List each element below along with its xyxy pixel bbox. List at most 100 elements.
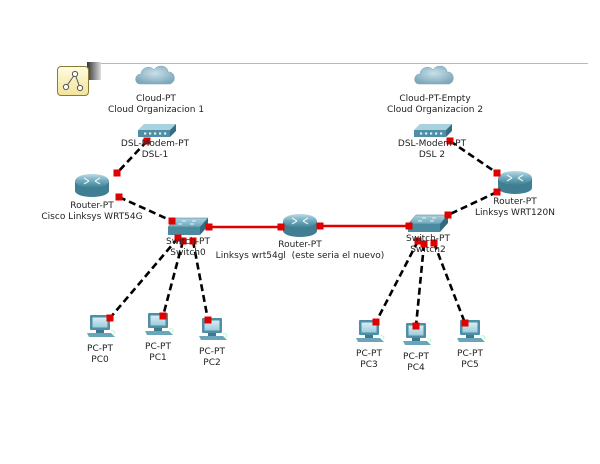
- router_right-router-icon[interactable]: [498, 171, 532, 194]
- pc-stand: [154, 328, 162, 331]
- router-center-model: Router-PT: [278, 240, 322, 250]
- cloud2-cloud-icon[interactable]: [414, 65, 454, 85]
- link-status-light: [174, 234, 182, 242]
- pc-mouse-cable: [168, 328, 174, 333]
- link-switch2-pc5[interactable]: [432, 242, 467, 324]
- router-left-name: Cisco Linksys WRT54G: [41, 212, 143, 222]
- link-status-light: [461, 319, 469, 327]
- modem-led: [420, 132, 423, 135]
- router-top: [75, 174, 109, 188]
- cloud1-name: Cloud Organizacion 1: [107, 105, 205, 115]
- pc3-name: PC3: [360, 360, 378, 370]
- link-switch0-pc2[interactable]: [191, 240, 210, 321]
- pc0-name: PC0: [91, 355, 109, 365]
- link-switch2-pc3[interactable]: [374, 240, 420, 323]
- link-router_right-switch2[interactable]: [447, 190, 498, 217]
- cluster-icon[interactable]: [57, 66, 89, 96]
- dsl1-label: DSL-Modem-PT DSL-1: [121, 139, 189, 161]
- link-status-light: [493, 169, 501, 177]
- pc3-label: PC-PT PC3: [356, 349, 382, 371]
- link-status-light: [113, 169, 121, 177]
- pc0-pc-icon[interactable]: [87, 315, 116, 337]
- switch-arrows: [178, 220, 196, 225]
- switch2-label: Switch-PT Switch2: [406, 234, 450, 256]
- cluster-tab-shadow: [87, 62, 101, 80]
- pc-keyboard: [403, 341, 431, 345]
- router-right-label: Router-PT Linksys WRT120N: [475, 197, 555, 219]
- switch-front: [168, 227, 200, 235]
- router_center-router-icon[interactable]: [283, 214, 317, 237]
- pc1-pc-icon[interactable]: [145, 313, 174, 335]
- pc2-pc-icon[interactable]: [199, 318, 228, 340]
- router-center-name: Linksys wrt54gl (este seria el nuevo): [215, 251, 385, 261]
- pc-mouse-cable: [480, 335, 486, 340]
- link-status-light: [412, 322, 420, 330]
- link-dsl1-router_left[interactable]: [116, 140, 148, 174]
- modem-led: [154, 132, 157, 135]
- pc-mouse-cable: [222, 333, 228, 338]
- pc-keyboard: [457, 338, 485, 342]
- links-layer: [109, 139, 498, 327]
- link-status-light: [444, 211, 452, 219]
- switch0-label: Switch-PT Switch0: [166, 237, 210, 259]
- router-top: [283, 214, 317, 228]
- link-status-light: [414, 237, 422, 245]
- link-status-layer: [106, 137, 501, 330]
- pc4-model: PC-PT: [403, 352, 429, 362]
- cloud-shape: [135, 65, 175, 85]
- link-switch0-pc0[interactable]: [109, 237, 179, 319]
- dsl2-model: DSL-Modem-PT: [397, 139, 467, 149]
- topology-icon: [62, 70, 84, 92]
- link-status-light: [493, 188, 501, 196]
- switch2-switch-icon[interactable]: [407, 214, 449, 232]
- dsl1-model: DSL-Modem-PT: [120, 139, 190, 149]
- pc1-name: PC1: [149, 353, 167, 363]
- pc5-model: PC-PT: [457, 349, 483, 359]
- switch-arrows: [418, 217, 436, 222]
- workspace-boundary: [96, 63, 588, 64]
- router-left-label: Router-PT Cisco Linksys WRT54G: [41, 201, 142, 223]
- modem-side: [170, 124, 176, 137]
- pc3-pc-icon[interactable]: [356, 320, 385, 342]
- pc-stand: [365, 335, 373, 338]
- link-status-light: [115, 193, 123, 201]
- cloud-shape: [414, 65, 454, 85]
- link-router_left-switch0[interactable]: [118, 195, 173, 223]
- modem-top: [414, 124, 452, 130]
- dsl2-modem-icon[interactable]: [414, 124, 452, 137]
- dsl1-modem-icon[interactable]: [138, 124, 176, 137]
- pc-screen: [361, 322, 377, 333]
- pc-mouse-cable: [110, 330, 116, 335]
- dsl2-label: DSL-Modem-PT DSL 2: [398, 139, 466, 161]
- link-status-light: [168, 217, 176, 225]
- router-center-label: Router-PT Linksys wrt54gl (este seria el…: [216, 240, 385, 262]
- link-status-light: [316, 222, 324, 230]
- pc4-pc-icon[interactable]: [403, 323, 432, 345]
- link-switch2-pc4[interactable]: [414, 243, 426, 327]
- modem-led: [144, 132, 147, 135]
- cloud2-name: Cloud Organizacion 2: [386, 105, 484, 115]
- modem-led: [149, 132, 152, 135]
- router_left-router-icon[interactable]: [75, 174, 109, 197]
- modem-led: [425, 132, 428, 135]
- link-status-light: [420, 240, 428, 248]
- pc-stand: [208, 333, 216, 336]
- pc1-model: PC-PT: [145, 342, 171, 352]
- pc-stand: [412, 338, 420, 341]
- link-status-light: [430, 239, 438, 247]
- pc5-name: PC5: [461, 360, 479, 370]
- pc5-pc-icon[interactable]: [457, 320, 486, 342]
- link-switch0-pc1[interactable]: [161, 240, 185, 317]
- pc4-name: PC4: [407, 363, 425, 373]
- link-status-light: [179, 237, 187, 245]
- cloud2-model: Cloud-PT-Empty: [399, 94, 471, 104]
- pc0-model: PC-PT: [87, 344, 113, 354]
- link-dsl2-router_right[interactable]: [449, 139, 498, 175]
- switch-front: [408, 224, 440, 232]
- link-status-light: [205, 223, 213, 231]
- switch-side: [440, 215, 448, 232]
- router-arrows: [83, 177, 101, 185]
- pc4-label: PC-PT PC4: [403, 352, 429, 374]
- cloud1-cloud-icon[interactable]: [135, 65, 175, 85]
